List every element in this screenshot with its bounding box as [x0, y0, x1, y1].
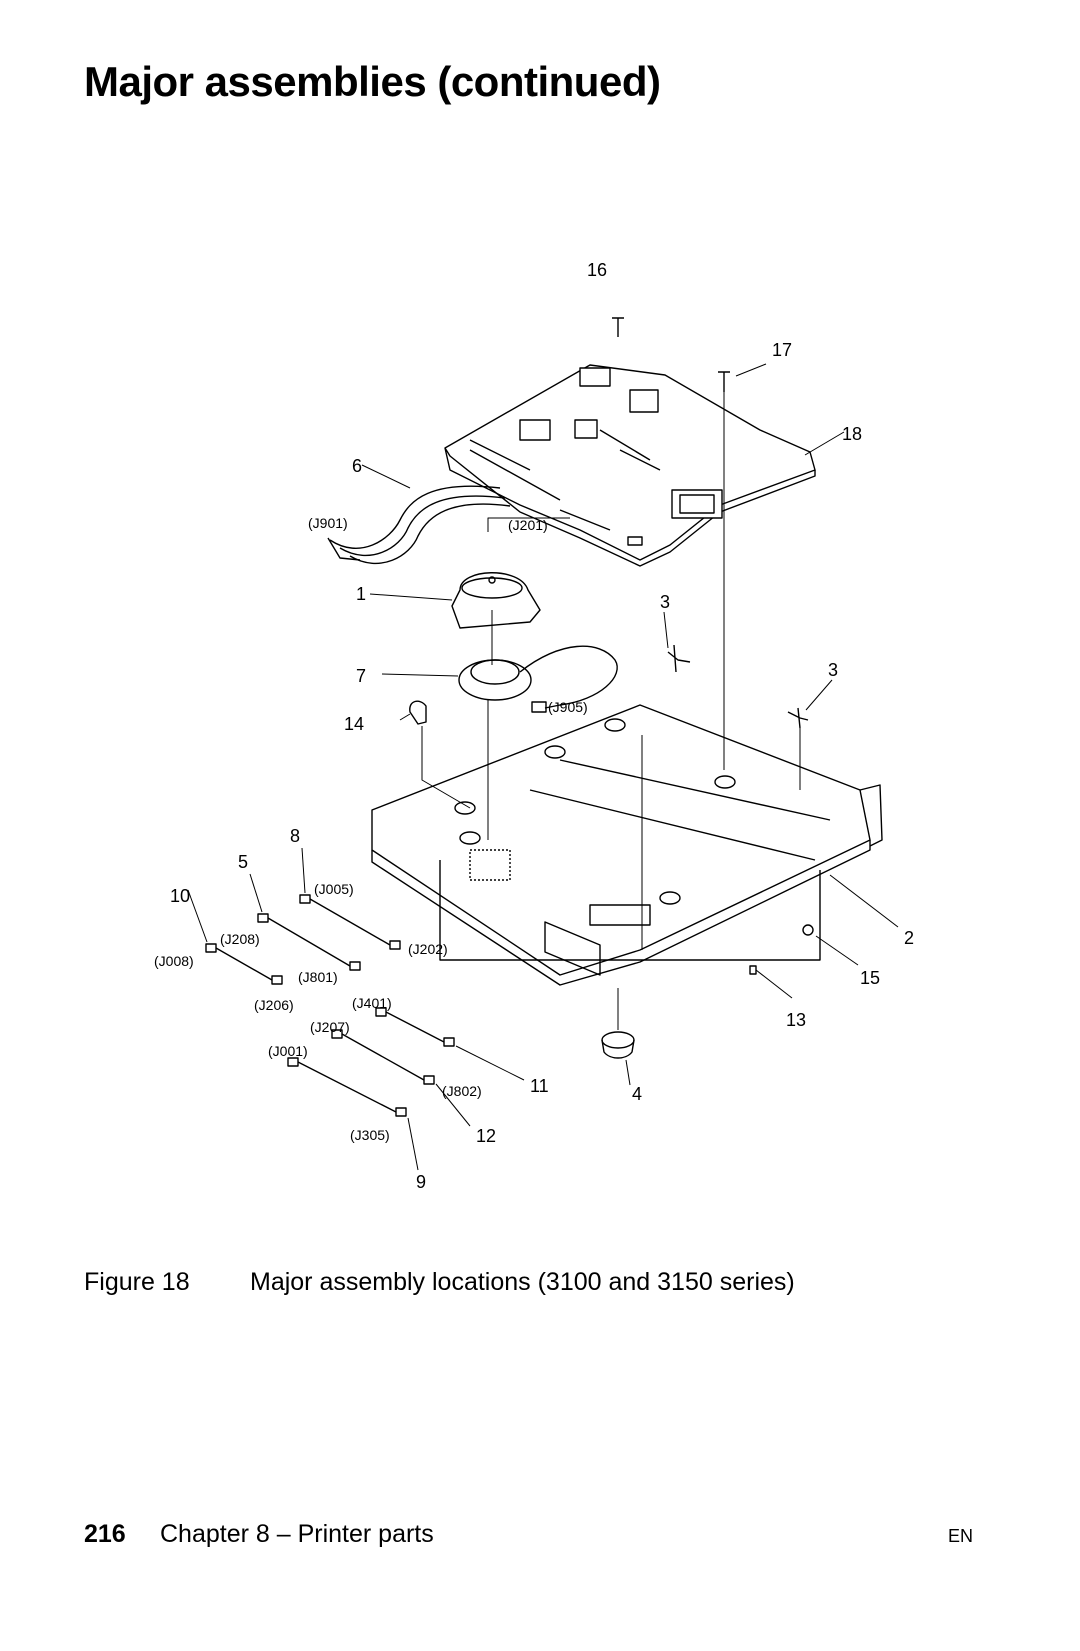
- speaker-drawing: [458, 645, 618, 713]
- callout-10: 10: [170, 886, 190, 906]
- chapter-title: Chapter 8 – Printer parts: [160, 1520, 434, 1548]
- cable-harnesses-drawing: [205, 894, 455, 1117]
- callout-7: 7: [356, 666, 366, 686]
- screws-drawing: [409, 317, 814, 975]
- callout-12: 12: [476, 1126, 496, 1146]
- callout-6: 6: [352, 456, 362, 476]
- callout-16: 16: [587, 260, 607, 280]
- connector-j202: (J202): [408, 941, 448, 957]
- callout-17: 17: [772, 340, 792, 360]
- connector-j005: (J005): [314, 881, 354, 897]
- figure-caption-text: Major assembly locations (3100 and 3150 …: [250, 1268, 795, 1296]
- callout-13: 13: [786, 1010, 806, 1030]
- page-title: Major assemblies (continued): [84, 58, 661, 105]
- language-code: EN: [948, 1526, 974, 1546]
- page-number: 216: [84, 1520, 126, 1548]
- figure-label: Figure 18: [84, 1268, 190, 1296]
- leader-lines: [187, 363, 899, 1171]
- callout-2: 2: [904, 928, 914, 948]
- callout-15: 15: [860, 968, 880, 988]
- formatter-board-drawing: [444, 364, 816, 567]
- connector-j207: (J207): [310, 1019, 350, 1035]
- connector-j001: (J001): [268, 1043, 308, 1059]
- callout-4: 4: [632, 1084, 642, 1104]
- callout-9: 9: [416, 1172, 426, 1192]
- connector-j206: (J206): [254, 997, 294, 1013]
- figure-caption: Figure 18 Major assembly locations (3100 …: [84, 1268, 795, 1297]
- connector-j305: (J305): [350, 1127, 390, 1143]
- connector-j401: (J401): [352, 995, 392, 1011]
- callout-3a: 3: [660, 592, 670, 612]
- connector-j201: (J201): [508, 517, 548, 533]
- callout-3b: 3: [828, 660, 838, 680]
- callout-14: 14: [344, 714, 364, 734]
- flat-cable-drawing: [327, 485, 511, 565]
- chassis-drawing: [371, 704, 883, 986]
- callout-18: 18: [842, 424, 862, 444]
- callout-8: 8: [290, 826, 300, 846]
- callout-numbers: 16 17 18 6 1 3 3 7 14 8 5 10 2 15 13 11 …: [170, 260, 914, 1192]
- foot-drawing: [601, 1031, 635, 1059]
- connector-j208: (J208): [220, 931, 260, 947]
- guide-lines: [421, 392, 801, 1030]
- connector-j802: (J802): [442, 1083, 482, 1099]
- callout-11: 11: [530, 1076, 549, 1096]
- callout-5: 5: [238, 852, 248, 872]
- connector-j901: (J901): [308, 515, 348, 531]
- speaker-holder-drawing: [451, 572, 541, 629]
- connector-j905: (J905): [548, 699, 588, 715]
- connector-j008: (J008): [154, 953, 194, 969]
- connector-labels: (J901) (J201) (J905) (J005) (J208) (J008…: [154, 515, 588, 1143]
- connector-j801: (J801): [298, 969, 338, 985]
- callout-1: 1: [356, 584, 366, 604]
